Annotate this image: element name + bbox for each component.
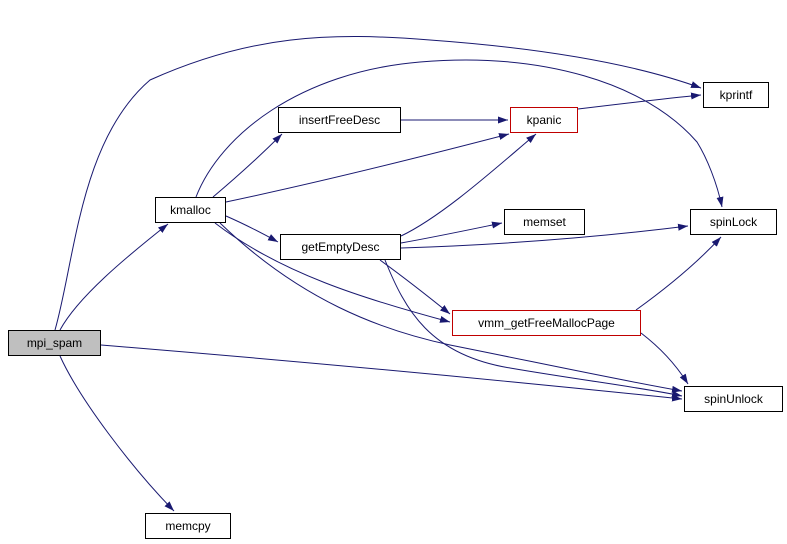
edge-getEmptyDesc-to-vmm_getFreeMallocPage [379,259,451,315]
node-memcpy[interactable]: memcpy [145,513,231,539]
edge-getEmptyDesc-to-spinUnlock [384,259,683,398]
node-label-vmm_getFreeMallocPage: vmm_getFreeMallocPage [478,316,615,330]
node-kmalloc[interactable]: kmalloc [155,197,226,223]
node-mpi_spam: mpi_spam [8,330,101,356]
node-kprintf[interactable]: kprintf [703,82,769,108]
edge-kmalloc-to-spinLock [195,59,724,208]
node-label-spinLock: spinLock [709,215,758,229]
edge-vmm_getFreeMallocPage-to-spinLock [635,236,722,311]
node-label-kmalloc: kmalloc [170,203,211,217]
node-label-spinUnlock: spinUnlock [704,392,763,406]
edge-getEmptyDesc-to-kpanic [400,133,537,237]
edge-getEmptyDesc-to-memset [400,221,503,244]
node-label-memset: memset [523,215,566,229]
node-label-kpanic: kpanic [526,113,562,127]
node-kpanic[interactable]: kpanic [510,107,578,133]
edge-kmalloc-to-getEmptyDesc [225,215,279,243]
node-memset[interactable]: memset [504,209,585,235]
edge-kmalloc-to-kpanic [225,133,510,203]
node-vmm_getFreeMallocPage[interactable]: vmm_getFreeMallocPage [452,310,641,336]
edge-mpi_spam-to-memcpy [59,355,175,512]
edge-kmalloc-to-insertFreeDesc [212,133,283,198]
edge-kpanic-to-kprintf [577,92,702,110]
node-label-insertFreeDesc: insertFreeDesc [298,113,381,127]
node-getEmptyDesc[interactable]: getEmptyDesc [280,234,401,260]
edge-mpi_spam-to-kmalloc [59,223,169,331]
node-label-getEmptyDesc: getEmptyDesc [301,240,380,254]
edge-kmalloc-to-vmm_getFreeMallocPage [214,222,451,323]
node-label-mpi_spam: mpi_spam [26,336,83,350]
edge-getEmptyDesc-to-spinLock [400,223,689,249]
node-insertFreeDesc[interactable]: insertFreeDesc [278,107,401,133]
edge-vmm_getFreeMallocPage-to-spinUnlock [640,332,689,385]
node-label-memcpy: memcpy [165,519,211,533]
edge-mpi_spam-to-spinUnlock [100,344,683,402]
node-label-kprintf: kprintf [719,88,753,102]
edge-mpi_spam-to-kprintf [54,36,702,331]
edge-kmalloc-to-spinUnlock [219,222,683,393]
node-spinLock[interactable]: spinLock [690,209,777,235]
node-spinUnlock[interactable]: spinUnlock [684,386,783,412]
